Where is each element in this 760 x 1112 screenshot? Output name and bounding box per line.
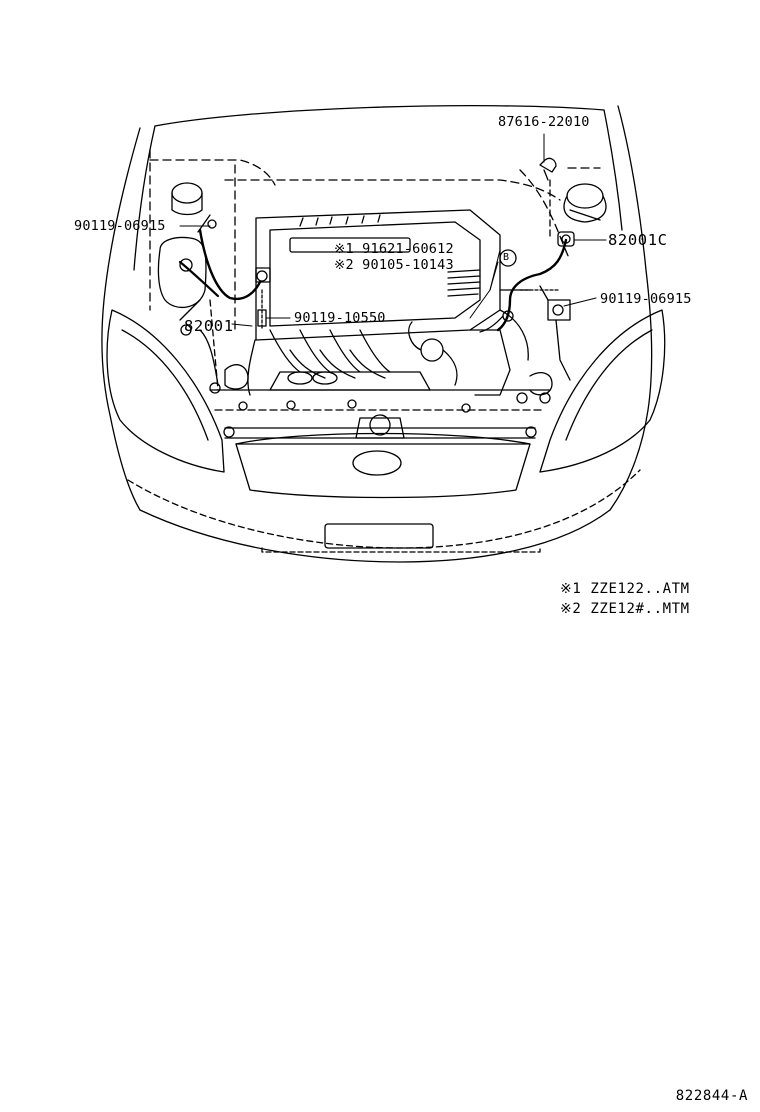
note-2: ※2 ZZE12#..MTM — [560, 601, 690, 617]
left-headlight — [106, 309, 225, 473]
callout-87616-22010: 87616-22010 — [498, 114, 590, 130]
marker-b-label: B — [503, 252, 510, 263]
leader-lines — [179, 133, 607, 327]
marker-b-circle — [499, 249, 517, 267]
right-harness — [479, 157, 575, 396]
front-grille — [235, 432, 531, 499]
callout-82001c: 82001C — [608, 231, 668, 249]
diagram-id: 822844-A — [675, 1088, 748, 1104]
radiator-support — [209, 382, 551, 439]
engine-block — [247, 209, 529, 396]
brake-reservoir — [563, 183, 607, 223]
right-headlight — [539, 309, 666, 473]
firewall-dashed — [149, 149, 601, 331]
left-harness — [178, 214, 271, 391]
callout-90119-10550: 90119-10550 — [294, 310, 386, 326]
callout-90119-06915-left: 90119-06915 — [74, 218, 166, 234]
callout-90105-10143: ※2 90105-10143 — [334, 257, 454, 273]
callout-82001: 82001 — [184, 317, 234, 335]
washer-reservoir — [157, 182, 207, 309]
car-body-outline — [101, 105, 653, 563]
callout-90119-06915-right: 90119-06915 — [600, 291, 692, 307]
callout-91621-60612: ※1 91621-60612 — [334, 241, 454, 257]
note-1: ※1 ZZE122..ATM — [560, 581, 690, 597]
